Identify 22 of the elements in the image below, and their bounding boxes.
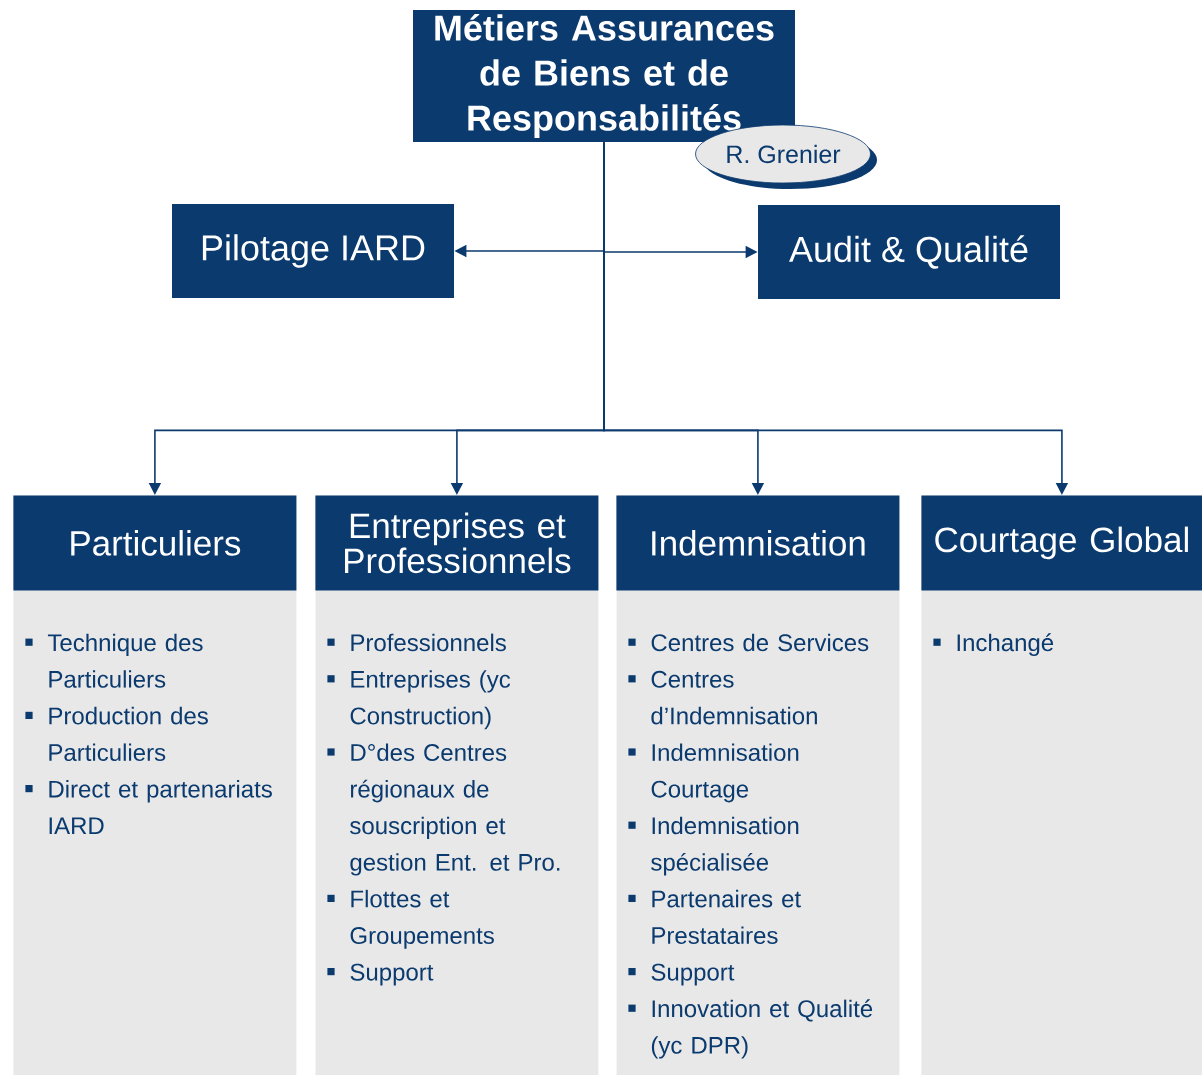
node-label: Indemnisation spécialisée bbox=[651, 816, 799, 876]
unit-box: Pilotage IARD bbox=[172, 204, 454, 298]
node-label: Entreprises (yc Construction) bbox=[350, 670, 511, 730]
node-label: D°des Centres régionaux de souscription et gestion Ent. et Pro. bbox=[350, 743, 560, 876]
bullet-list: Professionnels Entreprises (yc Construction) D°des Centres régionaux de souscription et gestion Ent. et Pro. Flottes et Groupements Support bbox=[327, 633, 560, 986]
column-header: Indemnisation bbox=[616, 495, 900, 591]
column-header: Courtage Global bbox=[921, 495, 1202, 591]
bullet-list: Inchangé bbox=[933, 633, 1054, 656]
node-label: Innovation et Qualité (yc DPR) bbox=[651, 999, 873, 1059]
bullet-list: Centres de Services Centres d’Indemnisation Indemnisation Courtage Indemnisation spécialisée Partenaires et Prestataires Support Innovation et Qualité (yc DPR) bbox=[628, 633, 873, 1059]
node-label: Support bbox=[350, 963, 434, 986]
node-label: Centres de Services bbox=[651, 633, 869, 652]
node-label: Flottes et Groupements bbox=[350, 889, 494, 949]
unit-box: Audit & Qualité bbox=[758, 205, 1060, 299]
node-label: Support bbox=[651, 963, 735, 986]
node-label: Indemnisation Courtage bbox=[651, 743, 799, 803]
node-label: Partenaires et Prestataires bbox=[652, 889, 801, 945]
node-label: Centres d’Indemnisation bbox=[651, 670, 817, 725]
bullet-list: Technique des Particuliers Production des Particuliers Direct et partenariats IARD bbox=[25, 633, 272, 834]
node-label: Professionnels bbox=[351, 633, 506, 652]
column-header: Particuliers bbox=[13, 495, 297, 591]
column-header: Entreprises et Professionnels bbox=[315, 495, 599, 591]
